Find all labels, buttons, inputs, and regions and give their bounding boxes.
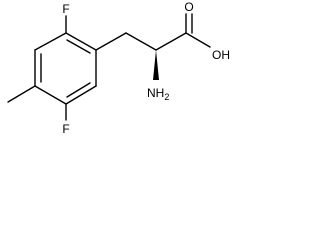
structural-formula: F F O OH NH2 [7,0,230,136]
oxygen-label: O [184,0,193,14]
fluorine-top-label: F [62,2,69,16]
ring-bond [34,32,67,51]
benzene-ring [34,32,97,105]
ring-double-bond [66,82,91,98]
ch2-to-alpha-bond [125,32,157,51]
amine-label: NH2 [147,86,169,102]
hydroxyl-label: OH [212,48,230,62]
methyl-bond [7,85,36,103]
ring-to-ch2-bond [95,32,127,51]
ring-double-bond [66,39,91,54]
amine-subscript: 2 [164,92,169,102]
ring-bond [65,85,97,105]
ring-bond [34,85,67,105]
hydroxyl-bond [185,32,211,48]
ring-bond [65,32,97,51]
amine-text: NH [147,86,164,100]
alpha-to-carboxyl-bond [155,32,187,51]
fluorine-bottom-label: F [62,122,69,136]
stereo-wedge-bond [153,50,159,80]
